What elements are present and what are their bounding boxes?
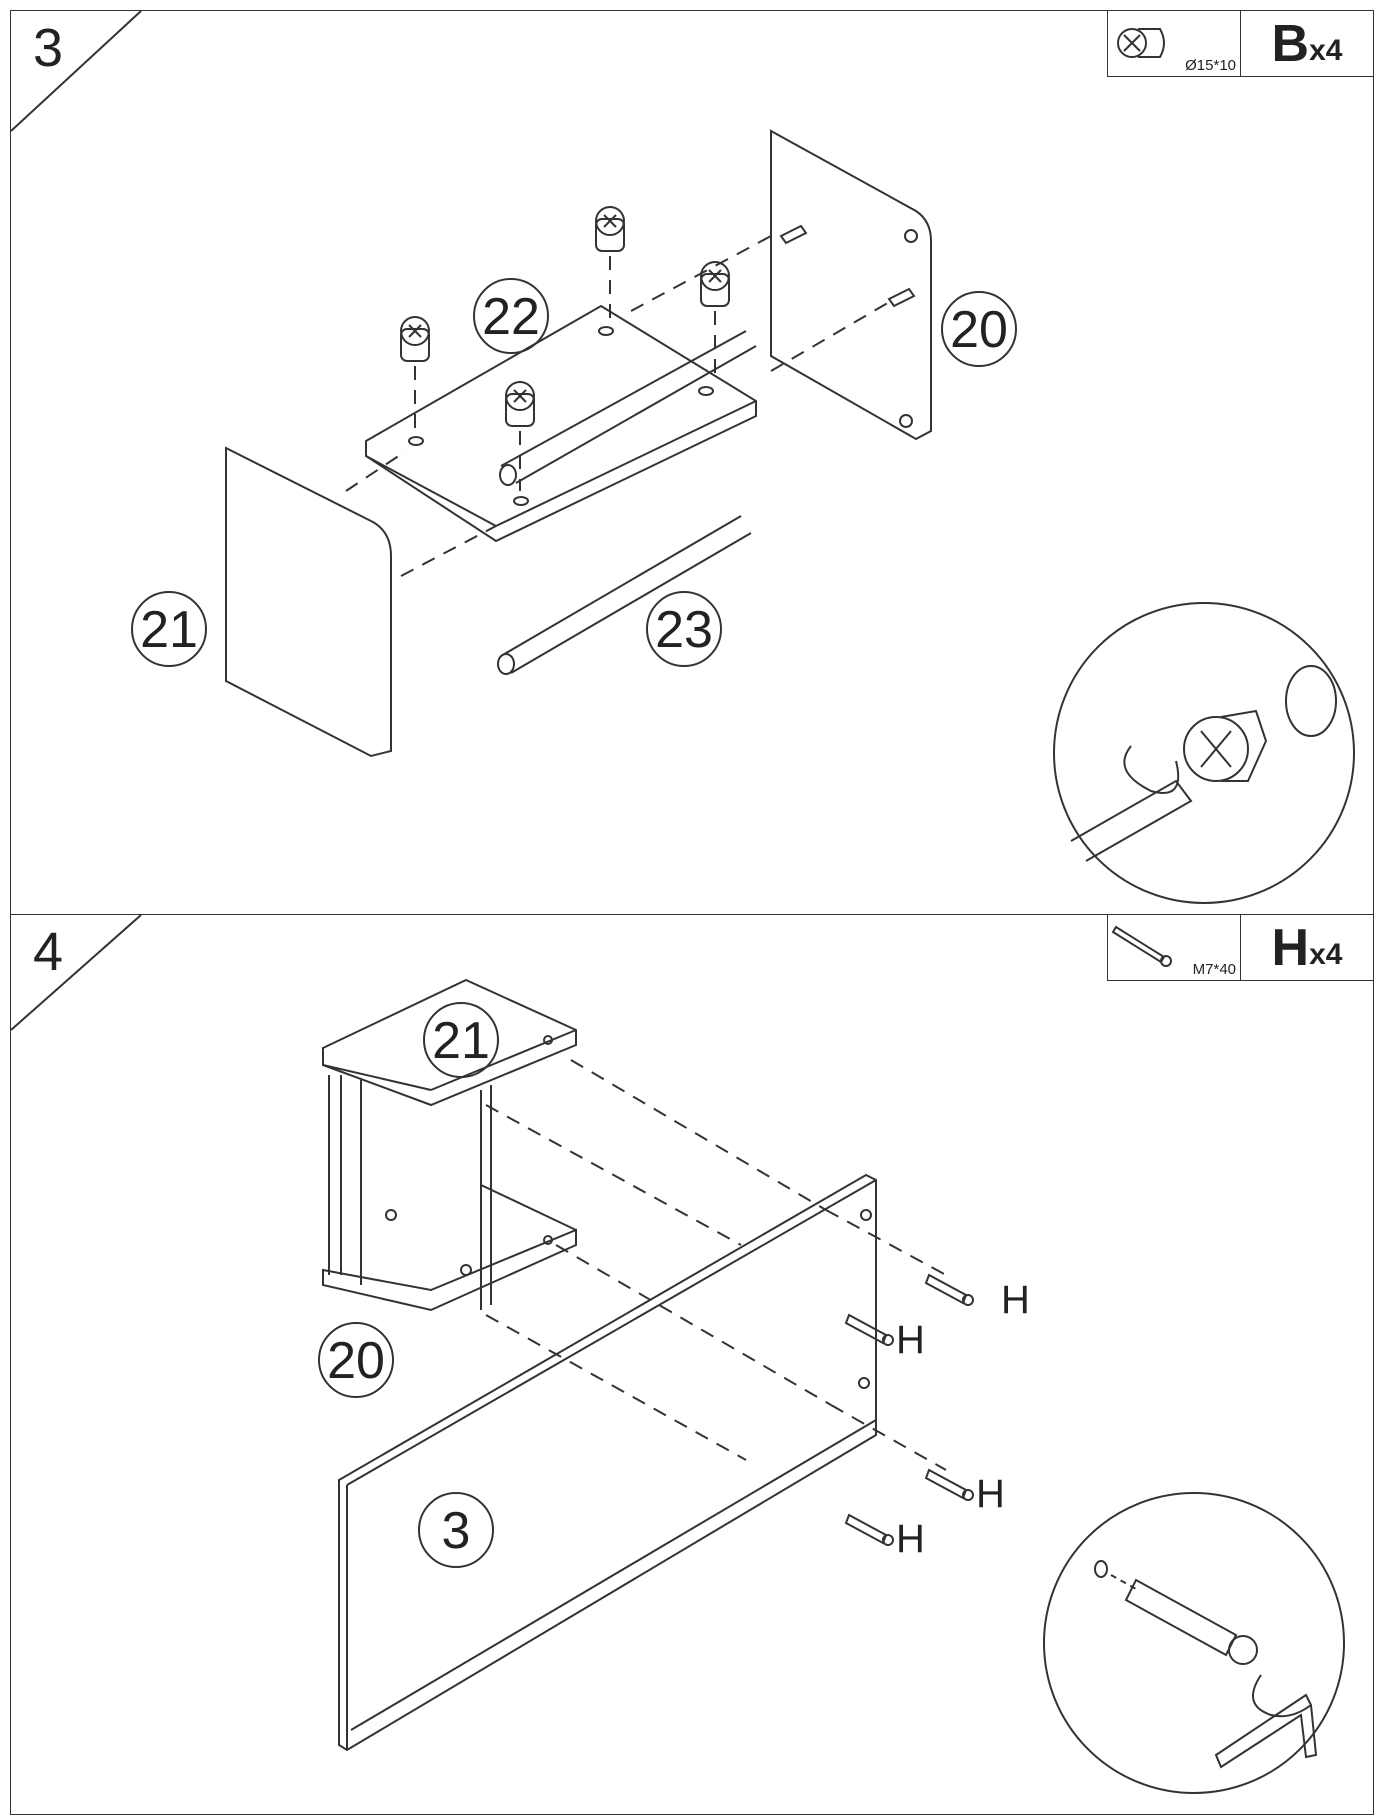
shelf-22-edge-front [495, 400, 757, 527]
label-circle-23 [646, 591, 722, 667]
step-4-fitting-box: M7*40 H x4 [1107, 915, 1373, 981]
panel-20 [770, 129, 932, 441]
screw-label-1: H [1001, 1278, 1030, 1322]
screw-3 [924, 1468, 974, 1501]
step-4-panel: H H H H 21 20 3 4 [10, 915, 1374, 1815]
step-3-fitting-box: Ø15*10 B x4 [1107, 11, 1373, 77]
panel-21 [225, 446, 392, 758]
step-4-fitting-code: H x4 [1241, 915, 1373, 980]
screw-2 [844, 1313, 894, 1346]
panel-20-hole-top [904, 229, 918, 243]
rod-23 [500, 515, 752, 674]
fitting-qty-h: x4 [1309, 937, 1343, 971]
step-3-fitting-code: B x4 [1241, 11, 1373, 76]
cam-lock-icon [1117, 28, 1165, 58]
step-4-corner-line [11, 915, 142, 1031]
cam-lock-1 [400, 316, 430, 362]
screw-icon [1111, 925, 1172, 967]
label-20-step4: 20 [327, 1332, 385, 1390]
step-4-number: 4 [33, 922, 64, 982]
label-23: 23 [655, 601, 713, 659]
step-4-diagram: H H H H 21 20 3 [11, 915, 1345, 1794]
screw-label-3: H [976, 1472, 1005, 1516]
step-3-number: 3 [33, 18, 64, 78]
step-3-fitting-icon-cell: Ø15*10 [1108, 11, 1241, 76]
label-circle-20-step4 [318, 1322, 394, 1398]
step-4-fitting-icon-cell: M7*40 [1108, 915, 1241, 980]
cam-lock-spec: Ø15*10 [1185, 57, 1236, 74]
panel-20-bottom [322, 1228, 577, 1312]
fitting-qty-b: x4 [1309, 33, 1343, 67]
screw-detail-inset [1043, 1492, 1345, 1794]
screw-spec: M7*40 [1192, 961, 1236, 978]
fitting-letter-b: B [1271, 14, 1310, 73]
label-circle-20 [941, 291, 1017, 367]
screw-label-2: H [896, 1318, 925, 1362]
cam-lock-4 [700, 261, 730, 307]
cam-lock-3 [595, 206, 625, 252]
label-circle-21-step4 [423, 1002, 499, 1078]
panel-3-top-edge [346, 1179, 877, 1486]
step-4-guide-lines [485, 1059, 947, 1471]
cam-lock-detail-inset [1053, 602, 1355, 904]
cam-lock-2 [505, 381, 535, 427]
shelf-hole-3 [698, 386, 714, 396]
panel-20-hole-bottom [899, 414, 913, 428]
rod-upper-end [499, 464, 517, 486]
step-3-diagram: 22 20 21 23 [11, 11, 1355, 904]
label-circle-22 [473, 278, 549, 354]
screw-label-4: H [896, 1517, 925, 1561]
side-unit [322, 978, 577, 1312]
shelf-hole-4 [513, 496, 529, 506]
panel-3-bottom-edge [350, 1419, 877, 1731]
label-21: 21 [140, 601, 198, 659]
label-21-step4: 21 [432, 1012, 490, 1070]
step-3-corner-line [11, 11, 142, 132]
label-circle-21 [131, 591, 207, 667]
shelf-hole-1 [408, 436, 424, 446]
screw-1 [924, 1273, 974, 1306]
fitting-letter-h: H [1271, 918, 1310, 977]
label-3: 3 [442, 1502, 471, 1560]
step-3-panel: 22 20 21 23 3 [10, 10, 1374, 915]
step-3-guide-lines [345, 235, 892, 577]
rod-upper [500, 330, 757, 484]
rod-23-end [497, 653, 515, 675]
shelf-hole-2 [598, 326, 614, 336]
shelf-22-edge [365, 455, 497, 527]
label-20: 20 [950, 301, 1008, 359]
panel-3 [338, 1173, 877, 1752]
dowel-pins [779, 224, 916, 308]
label-circle-3 [418, 1492, 494, 1568]
label-22: 22 [482, 288, 540, 346]
screw-4 [844, 1513, 894, 1546]
